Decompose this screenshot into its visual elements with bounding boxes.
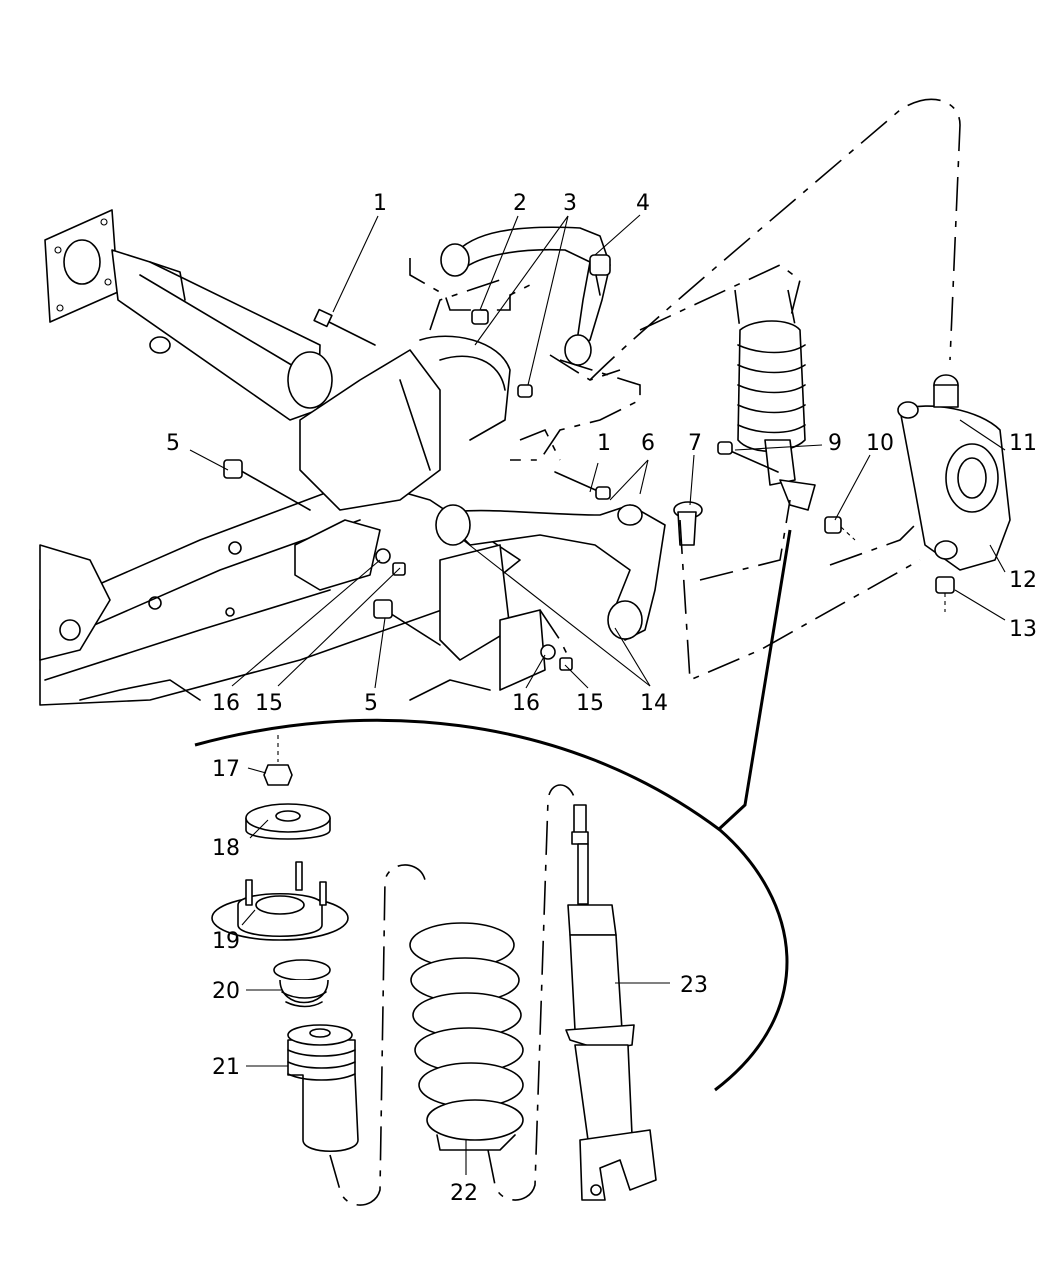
part-19-upper-mount [211,861,349,941]
frame-crossmember [39,209,546,706]
callout-15-left: 15 [255,691,283,716]
callout-3: 3 [563,191,577,216]
callout-11: 11 [1009,431,1037,456]
part-18-isolator [245,803,331,840]
callout-16-right: 16 [512,691,540,716]
callout-21: 21 [212,1055,240,1080]
callout-19: 19 [212,929,240,954]
callout-2: 2 [513,191,527,216]
callout-5-bottom: 5 [364,691,378,716]
callout-6: 6 [641,431,655,456]
callout-22: 22 [450,1181,478,1206]
callout-12: 12 [1009,568,1037,593]
steering-knuckle [897,374,1011,571]
callout-18: 18 [212,836,240,861]
part-17-nut [263,735,293,786]
detail-boundary [194,529,792,1092]
callout-1-upper: 1 [373,191,387,216]
leader-lines [189,214,1006,1175]
lower-control-arm [435,501,703,641]
upper-control-arm [440,226,611,366]
callout-17: 17 [212,757,240,782]
shock-assembly-upper [734,289,816,511]
part-23-shock-absorber [565,804,657,1201]
callout-5-left: 5 [166,431,180,456]
callout-14: 14 [640,691,668,716]
callout-1-middle: 1 [597,431,611,456]
callout-15-right: 15 [576,691,604,716]
part-22-coil-spring [409,784,576,1201]
callout-13: 13 [1009,617,1037,642]
callout-16-left: 16 [212,691,240,716]
part-21-dust-boot [287,864,426,1206]
callout-9: 9 [828,431,842,456]
callout-23: 23 [680,973,708,998]
callout-4: 4 [636,191,650,216]
callouts: 1 2 3 4 5 1 6 7 9 10 11 12 13 16 15 5 16… [166,191,1037,1206]
callout-10: 10 [866,431,894,456]
phantom-lines [409,98,961,682]
part-20-jounce-bumper [273,959,331,1008]
callout-7: 7 [688,431,702,456]
callout-20: 20 [212,979,240,1004]
